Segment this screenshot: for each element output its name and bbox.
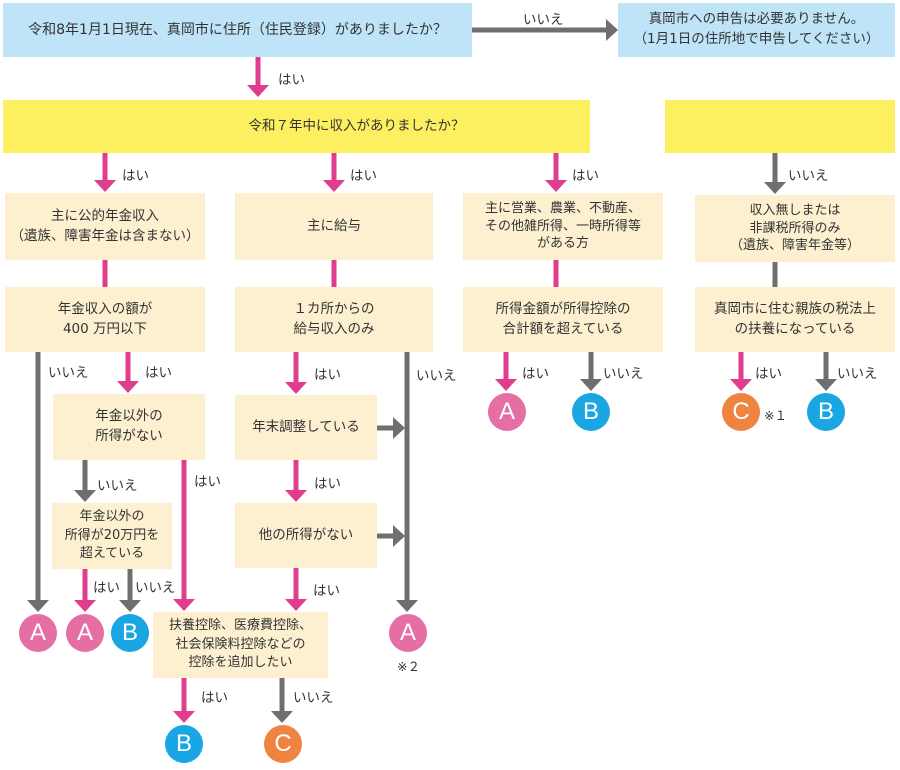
note-2: ※２ — [397, 659, 420, 674]
no-other-income-yes-label: はい — [194, 474, 221, 490]
single-employer-box: １カ所からの 給与収入のみ — [235, 287, 433, 352]
single-employer-no-arrow-head — [396, 600, 418, 612]
over-20man-no-arrow-head — [119, 600, 141, 612]
dependent-of-relative-box: 真岡市に住む親族の税法上 の扶養になっている — [695, 287, 895, 352]
pension-yes-arrow-head — [94, 180, 116, 192]
pension-yes-label: はい — [122, 168, 149, 184]
single-employer-yes-arrow-head — [285, 382, 307, 394]
over-20man-no-label: いいえ — [135, 580, 176, 596]
residence-yes-arrow-head — [247, 85, 269, 97]
year-end-adjusted-box: 年末調整している — [235, 395, 377, 460]
salary-yes-label: はい — [350, 168, 377, 184]
over-20man-yes-arrow-head — [74, 600, 96, 612]
add-deduction-yes-arrow-head — [173, 711, 195, 723]
income-question-bar-right — [665, 100, 895, 153]
business-yes-arrow-head — [545, 180, 567, 192]
no-other-income-yes-arrow-head — [173, 599, 195, 611]
pension-amount-yes-arrow-head — [117, 381, 139, 393]
residence-yes-label: はい — [278, 72, 305, 88]
result-A-business: A — [488, 393, 526, 431]
business-yes-label: はい — [572, 168, 599, 184]
no-income-box: 収入無しまたは 非課税所得のみ （遺族、障害年金等） — [695, 195, 895, 262]
year-end-no-arrow-head — [393, 417, 405, 439]
residence-no-arrow-head — [606, 19, 618, 41]
exceeds-yes-label: はい — [522, 366, 549, 382]
single-employer-yes-label: はい — [314, 367, 341, 383]
pension-amount-no-label: いいえ — [48, 365, 89, 381]
result-B-deduction: B — [165, 725, 203, 763]
income-question-bar: 令和７年中に収入がありましたか？ — [3, 100, 590, 153]
noincome-no-label: いいえ — [788, 168, 829, 184]
note-1: ※１ — [764, 408, 787, 423]
dependent-yes-label: はい — [755, 366, 782, 382]
income-exceeds-deduction-box: 所得金額が所得控除の 合計額を超えている — [463, 287, 663, 352]
salary-other-yes-arrow-head — [285, 599, 307, 611]
no-other-income-box: 年金以外の 所得がない — [53, 394, 205, 460]
add-deduction-yes-label: はい — [201, 690, 228, 706]
dependent-no-arrow-head — [815, 379, 837, 391]
no-filing-needed-box: 真岡市への申告は必要ありません。 （1月1日の住所地で申告してください） — [618, 3, 895, 57]
add-deduction-box: 扶養控除、医療費控除、 社会保険料控除などの 控除を追加したい — [153, 612, 328, 678]
business-income-box: 主に営業、農業、不動産、 その他雑所得、一時所得等 がある方 — [463, 193, 663, 260]
result-B-business: B — [572, 393, 610, 431]
pension-amount-yes-label: はい — [145, 365, 172, 381]
over-20man-yes-label: はい — [93, 580, 120, 596]
dependent-no-label: いいえ — [837, 366, 878, 382]
dependent-yes-arrow-head — [730, 379, 752, 391]
noincome-no-arrow-head — [764, 182, 786, 194]
no-other-income-no-arrow-head — [74, 490, 96, 502]
single-employer-no-label: いいえ — [416, 368, 457, 384]
salary-no-other-yes-label: はい — [313, 583, 340, 599]
result-B-not-dependent: B — [807, 393, 845, 431]
result-B-pension-other-under: B — [111, 614, 149, 652]
result-A-pension-over-limit: A — [19, 614, 57, 652]
residence-no-label: いいえ — [523, 12, 564, 28]
result-A-salary: A — [389, 614, 427, 652]
result-C-deduction: C — [264, 725, 302, 763]
pension-amount-no-arrow-head — [27, 600, 49, 612]
result-A-pension-other-over: A — [66, 614, 104, 652]
residence-question-box: 令和8年1月1日現在、真岡市に住所（住民登録）がありましたか？ — [3, 3, 472, 57]
pension-income-box: 主に公的年金収入 （遺族、障害年金は含まない） — [5, 193, 205, 260]
pension-amount-box: 年金収入の額が 400 万円以下 — [5, 287, 205, 352]
other-income-over-20man-box: 年金以外の 所得が20万円を 超えている — [52, 503, 172, 569]
exceeds-no-label: いいえ — [603, 366, 644, 382]
result-C-dependent: C — [722, 393, 760, 431]
year-end-yes-arrow-head — [285, 490, 307, 502]
year-end-yes-label: はい — [314, 476, 341, 492]
salary-other-no-arrow-head — [393, 525, 405, 547]
salary-yes-arrow-head — [323, 180, 345, 192]
exceeds-yes-arrow-head — [495, 379, 517, 391]
salary-income-box: 主に給与 — [235, 193, 433, 260]
no-other-income-no-label: いいえ — [97, 478, 138, 494]
salary-no-other-income-box: 他の所得がない — [235, 503, 377, 568]
add-deduction-no-arrow-head — [271, 711, 293, 723]
add-deduction-no-label: いいえ — [293, 690, 334, 706]
exceeds-no-arrow-head — [580, 379, 602, 391]
